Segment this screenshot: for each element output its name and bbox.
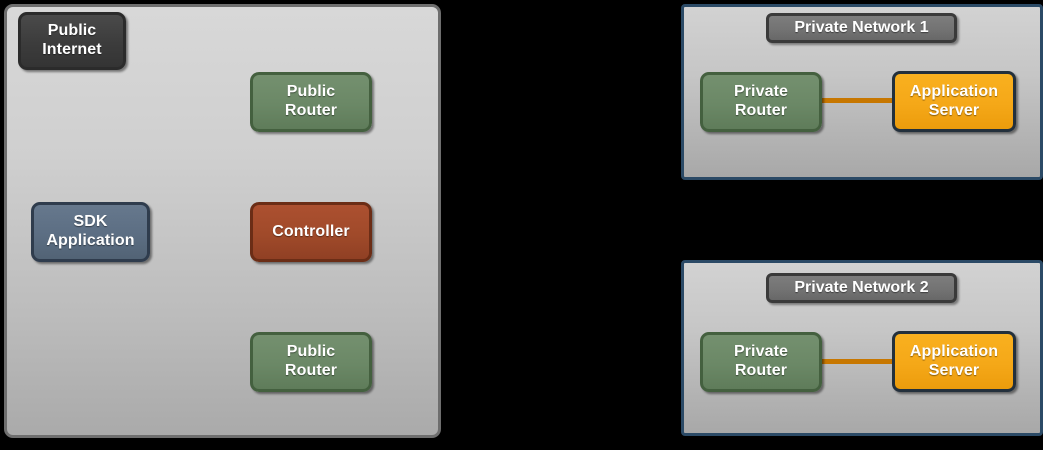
node-sdk-application[interactable]: SDK Application [31, 202, 150, 262]
network-title-label: Private Network 2 [794, 279, 929, 296]
node-label: Private Router [733, 343, 789, 379]
node-application-server-1[interactable]: Application Server [892, 71, 1016, 132]
node-controller[interactable]: Controller [250, 202, 372, 262]
node-label: Public Router [284, 343, 338, 379]
node-public-router-top[interactable]: Public Router [250, 72, 372, 132]
private-network-1-title: Private Network 1 [766, 13, 957, 43]
node-label: Application Server [909, 342, 999, 379]
node-label: Public Router [284, 83, 338, 119]
private-network-2-title: Private Network 2 [766, 273, 957, 303]
connector-private-network-1 [812, 98, 902, 103]
node-application-server-2[interactable]: Application Server [892, 331, 1016, 392]
node-label: SDK Application [46, 213, 135, 249]
node-public-internet[interactable]: Public Internet [18, 12, 126, 70]
node-label: Controller [272, 222, 350, 240]
node-private-router-1[interactable]: Private Router [700, 72, 822, 132]
network-title-label: Private Network 1 [794, 19, 929, 36]
node-private-router-2[interactable]: Private Router [700, 332, 822, 392]
node-label: Private Router [733, 83, 789, 119]
connector-private-network-2 [812, 359, 902, 364]
node-label: Application Server [909, 82, 999, 119]
node-public-router-bottom[interactable]: Public Router [250, 332, 372, 392]
node-label: Public Internet [42, 22, 102, 58]
